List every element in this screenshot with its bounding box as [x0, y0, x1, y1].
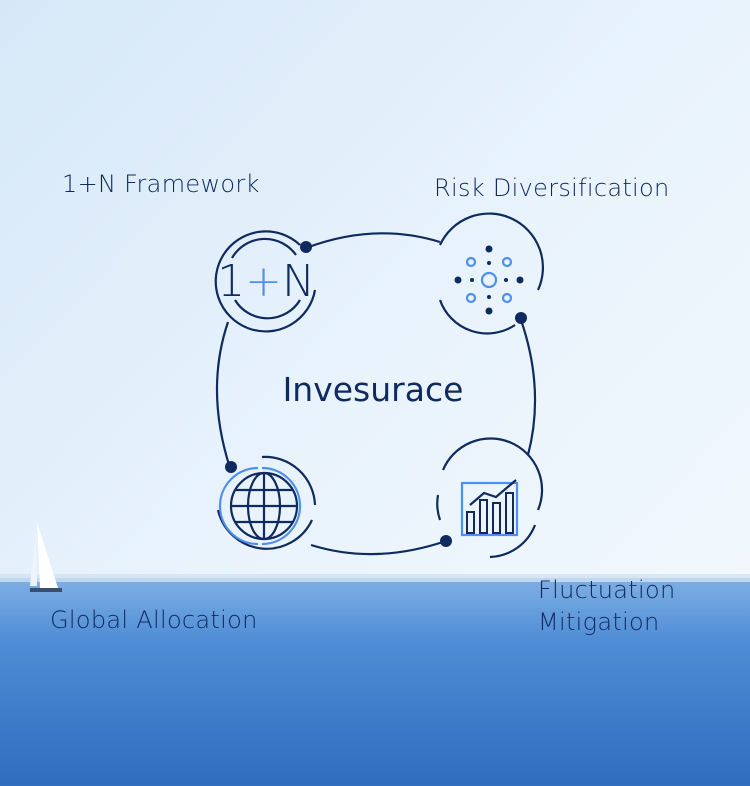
connector-bottom: [310, 539, 447, 556]
one-plus-n-icon: 1+N: [214, 230, 317, 333]
label-line-1: Fluctuation: [538, 576, 676, 604]
center-title: Invesurace: [282, 370, 464, 409]
connector-left: [215, 321, 232, 469]
label-risk-diversification: Risk Diversification: [434, 174, 670, 202]
bar-chart-trend-icon: [436, 437, 544, 559]
label-global-allocation: Global Allocation: [50, 606, 258, 634]
label-1n-framework: 1+N Framework: [62, 170, 260, 198]
svg-text:1+N: 1+N: [217, 256, 315, 307]
connector-top: [305, 232, 441, 250]
label-line-2: Mitigation: [538, 608, 660, 636]
connector-right: [519, 319, 537, 456]
network-nodes-icon: [438, 212, 545, 335]
globe-icon: [216, 455, 317, 550]
sailboat-icon: [30, 522, 62, 592]
label-fluctuation-mitigation: Fluctuation Mitigation: [538, 574, 675, 638]
